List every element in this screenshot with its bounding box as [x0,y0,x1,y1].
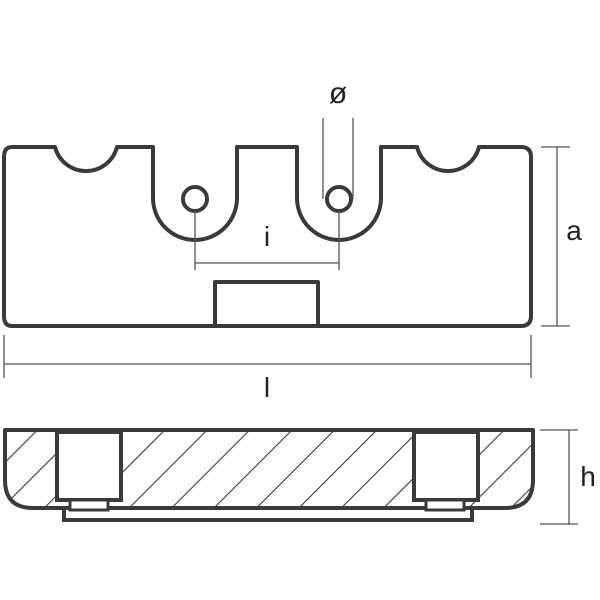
length-label: l [264,372,270,403]
right-foot [424,498,466,512]
hole-spacing-dimension: i [194,211,340,270]
top-view-outline [2,145,533,328]
diameter-dimension: ø [322,77,354,199]
side-view-outline [3,428,535,510]
height-side-dimension: h [540,429,596,525]
height-top-label: a [566,215,582,246]
left-foot [68,498,110,512]
length-dimension: l [3,335,532,403]
base-plate [62,506,474,522]
diameter-label: ø [329,77,347,110]
right-insert-pocket [412,430,480,502]
hole-spacing-label: i [264,221,270,252]
center-slot [213,280,320,328]
height-side-label: h [580,461,596,492]
side-view [3,428,535,522]
left-insert-pocket [55,430,123,502]
mounting-hole-right [325,185,353,213]
height-top-dimension: a [541,146,582,327]
mounting-hole-left [181,185,209,213]
